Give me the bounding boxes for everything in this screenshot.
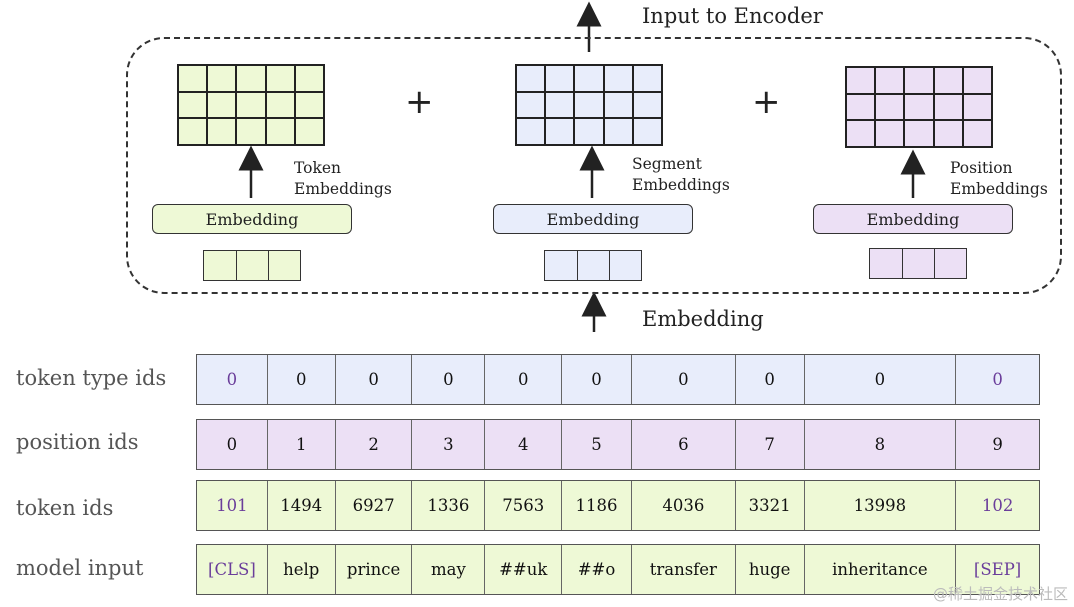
cell-model-input: [CLS] [208, 560, 256, 579]
label-model-input: model input [16, 556, 144, 580]
cell-model-input: help [266, 545, 335, 594]
position-embedding-layer: Embedding [813, 204, 1013, 234]
position-input-vector [869, 248, 967, 279]
token-embeddings-caption: Token Embeddings [294, 159, 392, 198]
cell-model-input: huge [734, 545, 804, 594]
label-token-ids: token ids [16, 496, 114, 520]
cell-token-type-id: 0 [955, 355, 1039, 404]
cell-model-input: ##uk [484, 545, 561, 594]
cell-token-type-id: 0 [411, 355, 484, 404]
position-embedding-grid [845, 66, 993, 148]
token-input-vector [203, 250, 301, 281]
position-embeddings-caption: Position Embeddings [950, 159, 1048, 198]
cell-model-input: prince [334, 545, 412, 594]
cell-model-input: transfer [630, 545, 735, 594]
cell-token-id: 1494 [266, 481, 335, 530]
cell-token-type-id: 0 [734, 355, 804, 404]
diagram-title: Input to Encoder [642, 4, 823, 28]
cell-token-id: 6927 [334, 481, 412, 530]
cell-position-id: 7 [734, 420, 804, 469]
cell-token-type-id: 0 [226, 370, 238, 389]
segment-embeddings-caption: Segment Embeddings [632, 155, 730, 194]
label-position-ids: position ids [16, 430, 139, 454]
cell-token-type-id: 0 [561, 355, 631, 404]
plus-sign-1: + [405, 82, 434, 122]
plus-sign-2: + [752, 82, 781, 122]
cell-token-id: 13998 [803, 481, 956, 530]
token-embedding-grid [177, 64, 325, 146]
cell-position-id: 6 [630, 420, 735, 469]
cell-token-id: 1186 [561, 481, 631, 530]
cell-token-id: 7563 [484, 481, 561, 530]
cell-model-input: ##o [561, 545, 631, 594]
cell-token-id: 4036 [630, 481, 735, 530]
cell-position-id: 8 [803, 420, 956, 469]
cell-token-id: 1336 [411, 481, 484, 530]
watermark: @稀土掘金技术社区 [932, 585, 1068, 603]
cell-position-id: 4 [484, 420, 561, 469]
cell-token-id: 101 [216, 496, 248, 515]
embedding-label: Embedding [642, 307, 764, 331]
cell-position-id: 5 [561, 420, 631, 469]
cell-token-id: 102 [955, 481, 1039, 530]
cell-token-id: 3321 [734, 481, 804, 530]
cell-position-id: 2 [334, 420, 412, 469]
token-embedding-layer: Embedding [152, 204, 352, 234]
cell-token-type-id: 0 [334, 355, 412, 404]
cell-token-type-id: 0 [484, 355, 561, 404]
cell-position-id: 3 [411, 420, 484, 469]
cell-position-id: 1 [266, 420, 335, 469]
encoder-input-box [126, 37, 1062, 294]
cell-model-input: may [411, 545, 484, 594]
cell-model-input: [SEP] [955, 545, 1039, 594]
cell-position-id: 0 [226, 435, 238, 454]
cell-token-type-id: 0 [803, 355, 956, 404]
cell-model-input: inheritance [803, 545, 956, 594]
segment-embedding-grid [515, 64, 663, 146]
cell-token-type-id: 0 [266, 355, 335, 404]
label-token-type-ids: token type ids [16, 366, 167, 390]
cell-token-type-id: 0 [630, 355, 735, 404]
cell-position-id: 9 [955, 420, 1039, 469]
segment-embedding-layer: Embedding [493, 204, 693, 234]
segment-input-vector [544, 250, 642, 281]
